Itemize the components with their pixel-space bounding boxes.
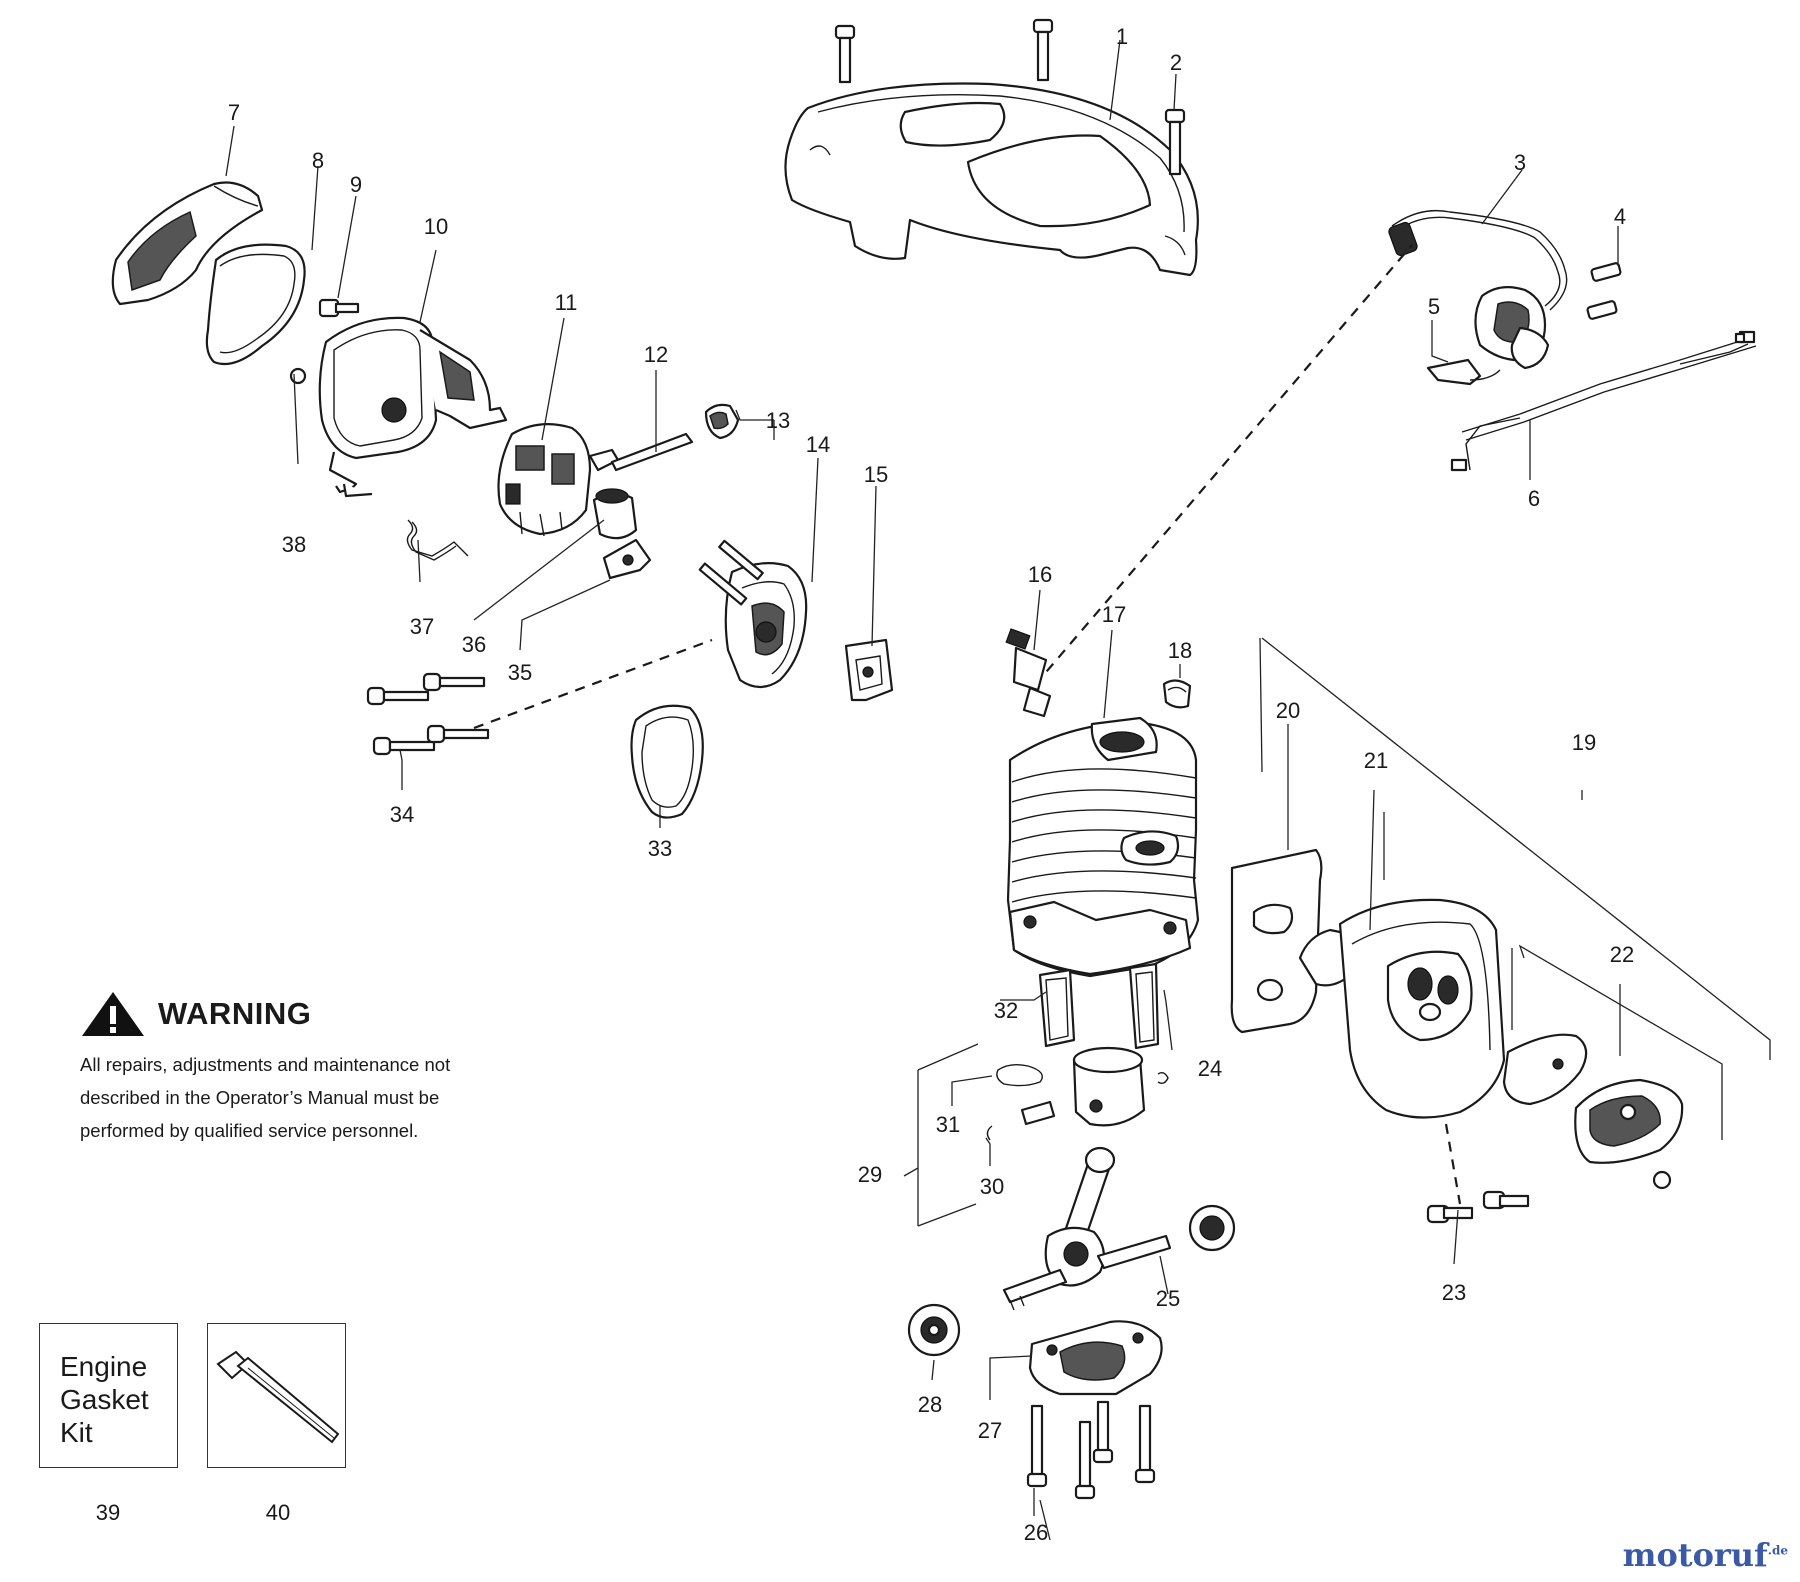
callout-22: 22 <box>1610 942 1634 967</box>
callout-20: 20 <box>1276 698 1300 723</box>
callout-2: 2 <box>1170 50 1182 75</box>
callout-34: 34 <box>390 802 414 827</box>
callout-30: 30 <box>980 1174 1004 1199</box>
warning-header: WARNING <box>80 990 510 1038</box>
intake-boot-part <box>630 704 704 819</box>
callout-8: 8 <box>312 148 324 173</box>
crankshaft-part <box>1002 1146 1172 1311</box>
callout-35: 35 <box>508 660 532 685</box>
intake-adapter-part <box>698 539 808 689</box>
carburetor-part <box>497 423 620 537</box>
carb-gasket-part <box>602 538 652 580</box>
engine-gasket-kit-box: Engine Gasket Kit <box>39 1323 178 1468</box>
callout-13: 13 <box>766 408 790 433</box>
intake-screw-parts <box>366 672 490 756</box>
crankcase-screw-parts <box>1026 1400 1156 1500</box>
callout-33: 33 <box>648 836 672 861</box>
callout-31: 31 <box>936 1112 960 1137</box>
callout-7: 7 <box>228 100 240 125</box>
spark-arrestor-part <box>1502 1033 1588 1106</box>
callout-38: 38 <box>282 532 306 557</box>
warning-title: WARNING <box>158 996 312 1031</box>
crankcase-part <box>1028 1320 1163 1396</box>
air-filter-cover-part <box>111 181 264 306</box>
motoruf-logo: motoruf.de <box>1623 1536 1788 1574</box>
callout-32: 32 <box>994 998 1018 1023</box>
ignition-module-part <box>1388 209 1757 472</box>
callout-labels: 1 2 3 4 5 6 7 8 9 10 11 12 13 14 15 16 1… <box>228 24 1634 1545</box>
leader-lines <box>225 39 1771 1541</box>
logo-suffix: .de <box>1767 1543 1788 1558</box>
callout-11: 11 <box>555 290 578 315</box>
callout-40: 40 <box>265 1500 291 1525</box>
primer-bulb-part <box>704 403 740 440</box>
callout-9: 9 <box>350 172 362 197</box>
cylinder-shim-parts <box>1038 962 1160 1050</box>
heat-shield-part <box>844 638 894 702</box>
warning-triangle-icon <box>82 992 144 1036</box>
choke-wire-part <box>406 519 469 561</box>
air-box-part <box>318 316 508 498</box>
cylinder-part <box>1006 716 1200 978</box>
callout-21: 21 <box>1364 748 1388 773</box>
callout-5: 5 <box>1428 294 1440 319</box>
callout-17: 17 <box>1102 602 1126 627</box>
callout-6: 6 <box>1528 486 1540 511</box>
callout-37: 37 <box>410 614 434 639</box>
muffler-part <box>1298 898 1506 1119</box>
air-filter-part <box>205 243 306 366</box>
muffler-cover-part <box>1574 1078 1684 1190</box>
callout-15: 15 <box>864 462 888 487</box>
callout-19: 19 <box>1572 730 1596 755</box>
callout-3: 3 <box>1514 150 1526 175</box>
callout-10: 10 <box>424 214 448 239</box>
callout-16: 16 <box>1028 562 1052 587</box>
callout-29: 29 <box>858 1162 882 1187</box>
logo-brand: motoruf <box>1622 1536 1768 1574</box>
throttle-rod-part <box>610 432 694 472</box>
warning-text: All repairs, adjustments and maintenance… <box>80 1054 451 1141</box>
muffler-bolt-parts <box>1426 1190 1530 1224</box>
muffler-gasket-part <box>1230 848 1323 1034</box>
piston-part <box>986 1046 1169 1141</box>
callout-25: 25 <box>1156 1286 1180 1311</box>
crank-bearing-parts <box>907 1204 1236 1357</box>
scrench-tool-box <box>207 1323 346 1468</box>
callout-26: 26 <box>1024 1520 1048 1545</box>
decompression-cap-part <box>1162 679 1192 709</box>
warning-notice: WARNING All repairs, adjustments and mai… <box>80 990 510 1147</box>
top-cover-part <box>784 82 1199 277</box>
callout-4: 4 <box>1614 204 1626 229</box>
callout-27: 27 <box>978 1418 1002 1443</box>
callout-28: 28 <box>918 1392 942 1417</box>
callout-39: 39 <box>95 1500 121 1525</box>
callout-24: 24 <box>1198 1056 1222 1081</box>
scrench-tool-icon <box>216 1350 340 1444</box>
callout-36: 36 <box>462 632 486 657</box>
callout-18: 18 <box>1168 638 1192 663</box>
callout-14: 14 <box>806 432 830 457</box>
spark-plug-part <box>1005 628 1052 718</box>
engine-gasket-kit-label: Engine Gasket Kit <box>60 1351 149 1448</box>
callout-12: 12 <box>644 342 668 367</box>
callout-23: 23 <box>1442 1280 1466 1305</box>
callout-1: 1 <box>1116 24 1128 49</box>
cover-screw-parts <box>834 18 1186 176</box>
fuel-line-part <box>592 488 638 540</box>
